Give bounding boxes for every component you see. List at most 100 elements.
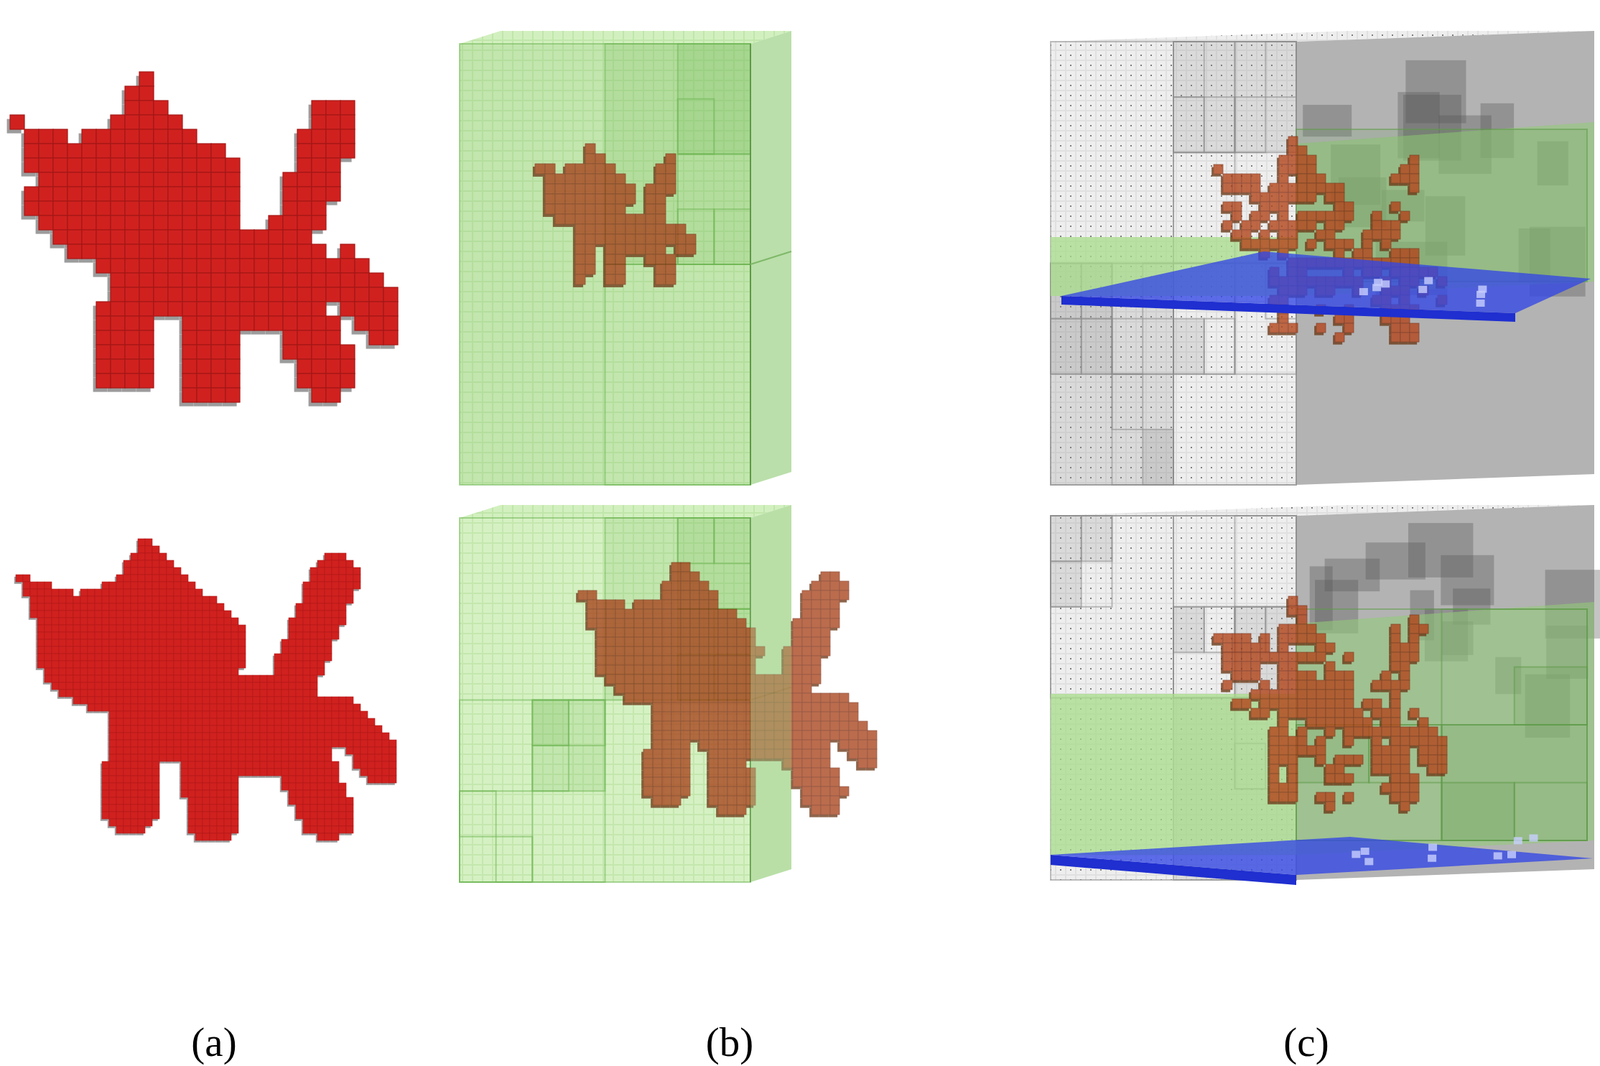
voxel-face <box>211 244 226 259</box>
voxel-face <box>139 272 154 288</box>
voxel-face <box>225 229 240 245</box>
voxel-face <box>338 581 347 589</box>
voxel-face <box>96 359 111 374</box>
voxel-face <box>166 581 174 589</box>
voxel-face <box>182 229 197 245</box>
voxel-face <box>196 186 212 202</box>
voxel-face <box>139 287 154 302</box>
voxel-face <box>137 574 146 582</box>
voxel-face <box>369 301 384 316</box>
voxel-face <box>173 581 181 589</box>
voxel-face <box>326 315 341 331</box>
voxel-face <box>340 114 355 130</box>
voxel-face <box>139 258 154 273</box>
voxel-face <box>81 229 97 245</box>
voxel-face <box>81 215 97 230</box>
voxel-face <box>297 215 312 230</box>
voxel-face <box>67 201 82 216</box>
voxel-face <box>196 344 212 360</box>
voxel-face <box>326 344 341 360</box>
voxel-face <box>168 129 183 144</box>
voxel-face <box>182 359 197 374</box>
voxel-face <box>311 330 327 345</box>
voxel-face <box>326 172 341 187</box>
voxel-face <box>310 581 318 589</box>
voxel-face <box>331 560 339 568</box>
voxel-face <box>196 258 212 273</box>
voxel-face <box>124 157 140 173</box>
voxel-face <box>153 129 169 144</box>
voxel-face <box>196 287 212 302</box>
voxel-face <box>282 315 298 331</box>
voxel-face <box>168 229 183 245</box>
voxel-face <box>139 344 154 360</box>
voxel-face <box>152 581 160 589</box>
voxel-face <box>67 186 82 202</box>
voxel-face <box>81 172 97 187</box>
voxel-face <box>152 574 160 582</box>
voxel-face <box>311 100 327 115</box>
voxel-face <box>297 157 312 173</box>
voxel-face <box>211 172 226 187</box>
voxel-face <box>137 545 146 553</box>
voxel-face <box>311 344 327 360</box>
voxel-face <box>38 143 54 158</box>
voxel-face <box>110 114 125 130</box>
voxel-face <box>124 258 140 273</box>
voxel-face <box>311 387 327 403</box>
voxel-face <box>282 201 298 216</box>
voxel-face <box>124 344 140 360</box>
voxel-face <box>137 560 146 568</box>
voxel-face <box>383 330 398 345</box>
voxel-face <box>51 588 59 597</box>
voxel-face <box>53 229 68 245</box>
voxel-face <box>81 143 97 158</box>
voxel-face <box>110 157 125 173</box>
coarse-kitten-panel <box>7 71 398 407</box>
voxel-face <box>81 129 97 144</box>
voxel-face <box>383 315 398 331</box>
voxel-face <box>139 215 154 230</box>
voxel-face <box>96 157 111 173</box>
voxel-face <box>354 272 370 288</box>
voxel-face <box>53 157 68 173</box>
voxel-face <box>110 215 125 230</box>
voxel-face <box>326 157 341 173</box>
voxel-face <box>338 574 347 582</box>
voxel-face <box>239 244 255 259</box>
voxel-face <box>110 272 125 288</box>
voxel-face <box>182 301 197 316</box>
voxel-face <box>297 301 312 316</box>
voxel-face <box>124 359 140 374</box>
voxel-face <box>282 172 298 187</box>
voxel-face <box>324 581 332 589</box>
voxel-face <box>326 272 341 288</box>
voxel-face <box>340 258 355 273</box>
voxel-face <box>239 315 255 331</box>
voxel-face <box>153 258 169 273</box>
voxel-face <box>145 538 153 546</box>
voxel-face <box>311 359 327 374</box>
voxel-face <box>124 143 140 158</box>
voxel-face <box>254 229 269 245</box>
voxel-face <box>139 301 154 316</box>
voxel-face <box>22 574 31 582</box>
voxel-face <box>311 172 327 187</box>
voxel-face <box>254 272 269 288</box>
voxel-face <box>145 581 153 589</box>
voxel-face <box>67 244 82 259</box>
voxel-face <box>159 552 167 561</box>
voxel-face <box>340 373 355 388</box>
voxel-face <box>130 560 138 568</box>
voxel-face <box>354 301 370 316</box>
voxel-face <box>124 215 140 230</box>
voxel-face <box>110 229 125 245</box>
voxel-face <box>139 129 154 144</box>
voxel-face <box>139 186 154 202</box>
voxel-face <box>297 129 312 144</box>
voxel-face <box>168 301 183 316</box>
voxel-face <box>139 86 154 101</box>
voxel-face <box>153 301 169 316</box>
voxel-face <box>124 373 140 388</box>
voxel-kitten <box>14 538 397 843</box>
